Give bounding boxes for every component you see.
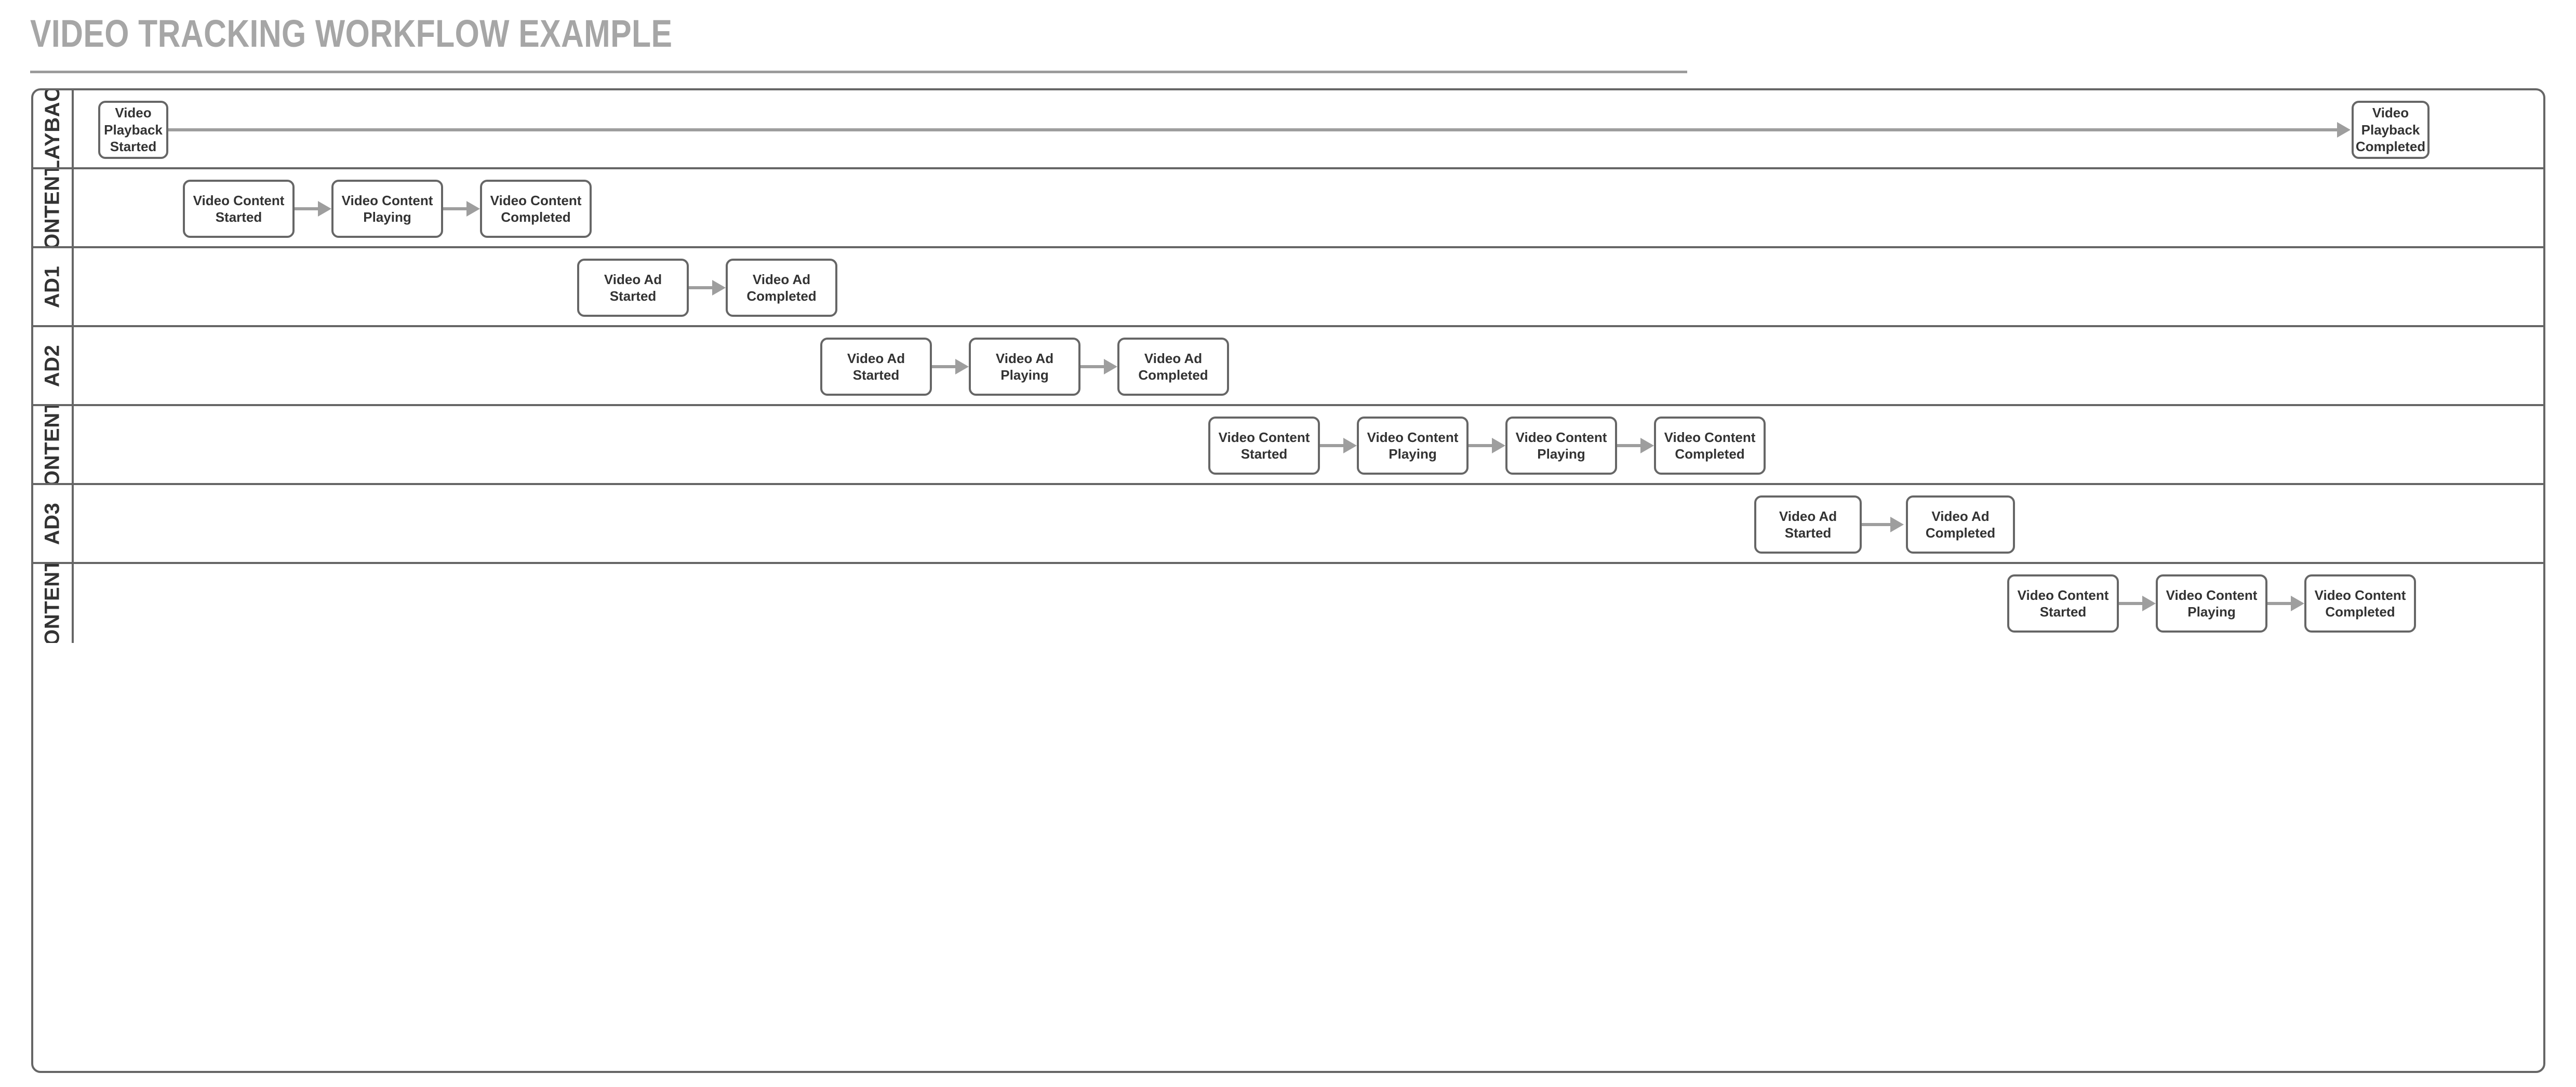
- node-label: Video Ad Completed: [1925, 508, 1996, 541]
- swimlane-container: PLAYBACK Video Playback Started Video Pl…: [31, 88, 2545, 1073]
- connector-arrowhead: [1104, 359, 1117, 374]
- node-video-ad-started[interactable]: Video Ad Started: [577, 259, 689, 317]
- node-label: Video Ad Started: [847, 350, 905, 383]
- node-label: Video Content Completed: [490, 192, 582, 225]
- connector-ad3-1: [1862, 523, 1890, 526]
- connector-arrowhead: [2142, 596, 2156, 611]
- swimlane-row-content1: CONTENT1 Video Content Started Video Con…: [33, 169, 2543, 248]
- connector-playback-1: [168, 128, 2337, 131]
- connector-arrowhead: [1640, 438, 1654, 453]
- node-label: Video Ad Started: [1779, 508, 1837, 541]
- node-label: Video Playback Completed: [2355, 105, 2426, 155]
- connector-content3-1: [2119, 602, 2142, 605]
- connector-ad1-1: [689, 286, 712, 289]
- connector-content3-2: [2267, 602, 2291, 605]
- node-video-ad-started[interactable]: Video Ad Started: [1754, 495, 1862, 554]
- connector-arrowhead: [2291, 596, 2304, 611]
- lane-body-ad2: Video Ad Started Video Ad Playing Video …: [74, 327, 2543, 404]
- node-video-content-completed[interactable]: Video Content Completed: [2304, 574, 2416, 633]
- node-label: Video Content Started: [1218, 429, 1310, 462]
- lane-label-text: PLAYBACK: [41, 90, 64, 167]
- node-label: Video Content Started: [193, 192, 285, 225]
- lane-label-text: AD3: [41, 502, 64, 545]
- node-video-playback-started[interactable]: Video Playback Started: [98, 101, 168, 159]
- title-block: VIDEO TRACKING WORKFLOW EXAMPLE: [30, 12, 1687, 73]
- connector-ad2-1: [932, 365, 955, 368]
- page-title: VIDEO TRACKING WORKFLOW EXAMPLE: [30, 12, 673, 55]
- lane-label-text: CONTENT1: [41, 169, 64, 246]
- lane-label-text: AD2: [41, 344, 64, 387]
- node-video-content-completed[interactable]: Video Content Completed: [480, 180, 592, 238]
- swimlane-row-ad1: AD1 Video Ad Started Video Ad Completed: [33, 248, 2543, 327]
- lane-body-content1: Video Content Started Video Content Play…: [74, 169, 2543, 246]
- connector-content2-3: [1617, 444, 1640, 447]
- node-video-content-completed[interactable]: Video Content Completed: [1654, 417, 1766, 475]
- swimlane-row-ad2: AD2 Video Ad Started Video Ad Playing Vi…: [33, 327, 2543, 406]
- node-video-ad-completed[interactable]: Video Ad Completed: [1906, 495, 2015, 554]
- node-video-content-playing[interactable]: Video Content Playing: [1357, 417, 1469, 475]
- node-video-playback-completed[interactable]: Video Playback Completed: [2352, 101, 2430, 159]
- connector-arrowhead: [955, 359, 969, 374]
- lane-body-playback: Video Playback Started Video Playback Co…: [74, 90, 2543, 167]
- node-video-content-playing-2[interactable]: Video Content Playing: [1505, 417, 1617, 475]
- connector-content2-1: [1320, 444, 1343, 447]
- lane-label-playback: PLAYBACK: [33, 90, 74, 167]
- connector-content1-2: [443, 207, 466, 210]
- node-video-ad-playing[interactable]: Video Ad Playing: [969, 338, 1080, 396]
- lane-label-ad2: AD2: [33, 327, 74, 404]
- node-label: Video Ad Playing: [995, 350, 1054, 383]
- connector-arrowhead: [712, 280, 726, 296]
- lane-body-ad3: Video Ad Started Video Ad Completed: [74, 485, 2543, 562]
- connector-arrowhead: [2337, 122, 2351, 138]
- swimlane-row-content3: CONTENT3 Video Content Started Video Con…: [33, 564, 2543, 643]
- lane-label-content2: CONTENT2: [33, 406, 74, 483]
- title-divider: [30, 71, 1687, 73]
- swimlane-row-ad3: AD3 Video Ad Started Video Ad Completed: [33, 485, 2543, 564]
- node-label: Video Content Started: [2017, 587, 2109, 620]
- connector-content2-2: [1469, 444, 1492, 447]
- lane-body-content3: Video Content Started Video Content Play…: [74, 564, 2543, 643]
- node-label: Video Ad Started: [604, 271, 662, 304]
- node-label: Video Content Playing: [2166, 587, 2258, 620]
- node-video-content-started[interactable]: Video Content Started: [183, 180, 295, 238]
- connector-arrowhead: [1343, 438, 1357, 453]
- lane-body-ad1: Video Ad Started Video Ad Completed: [74, 248, 2543, 325]
- connector-arrowhead: [1890, 517, 1904, 532]
- node-label: Video Playback Started: [104, 105, 163, 155]
- node-video-content-started[interactable]: Video Content Started: [2007, 574, 2119, 633]
- node-label: Video Content Playing: [341, 192, 433, 225]
- node-label: Video Ad Completed: [746, 271, 817, 304]
- swimlane-row-playback: PLAYBACK Video Playback Started Video Pl…: [33, 90, 2543, 169]
- node-video-content-playing[interactable]: Video Content Playing: [331, 180, 443, 238]
- connector-ad2-2: [1080, 365, 1104, 368]
- node-label: Video Ad Completed: [1138, 350, 1208, 383]
- lane-label-ad3: AD3: [33, 485, 74, 562]
- lane-label-content3: CONTENT3: [33, 564, 74, 643]
- lane-label-text: AD1: [41, 265, 64, 308]
- lane-label-content1: CONTENT1: [33, 169, 74, 246]
- node-label: Video Content Playing: [1515, 429, 1607, 462]
- lane-label-text: CONTENT2: [41, 406, 64, 483]
- connector-arrowhead: [466, 201, 480, 217]
- lane-label-text: CONTENT3: [41, 564, 64, 643]
- swimlane-row-content2: CONTENT2 Video Content Started Video Con…: [33, 406, 2543, 485]
- lane-label-ad1: AD1: [33, 248, 74, 325]
- node-label: Video Content Playing: [1367, 429, 1459, 462]
- node-video-content-playing[interactable]: Video Content Playing: [2156, 574, 2267, 633]
- connector-content1-1: [295, 207, 318, 210]
- node-video-content-started[interactable]: Video Content Started: [1208, 417, 1320, 475]
- connector-arrowhead: [1492, 438, 1505, 453]
- node-video-ad-completed[interactable]: Video Ad Completed: [726, 259, 837, 317]
- connector-arrowhead: [318, 201, 331, 217]
- node-video-ad-started[interactable]: Video Ad Started: [820, 338, 932, 396]
- node-label: Video Content Completed: [1664, 429, 1756, 462]
- node-video-ad-completed[interactable]: Video Ad Completed: [1117, 338, 1229, 396]
- lane-body-content2: Video Content Started Video Content Play…: [74, 406, 2543, 483]
- node-label: Video Content Completed: [2314, 587, 2406, 620]
